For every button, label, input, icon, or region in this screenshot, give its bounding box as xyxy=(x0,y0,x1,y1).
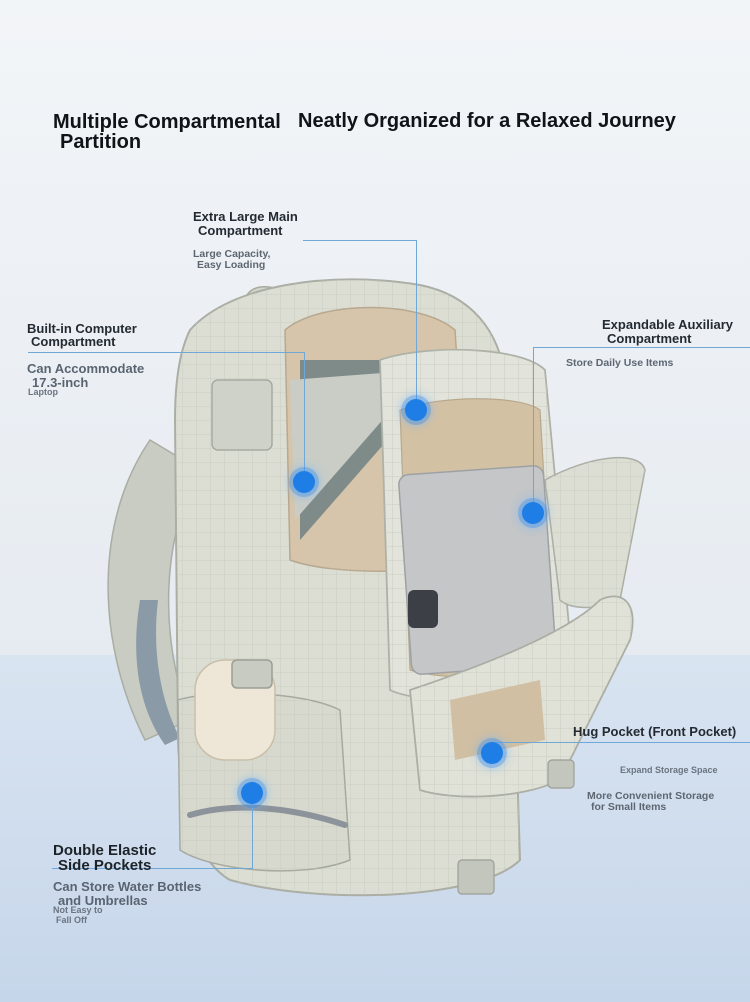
leader-line-hug xyxy=(493,742,750,743)
side-pocket-title-line1: Double Elastic xyxy=(53,842,157,859)
auxiliary-compartment-title-line2: Compartment xyxy=(607,331,692,346)
leader-line-computer-vertical xyxy=(304,352,305,482)
leader-line-main xyxy=(303,240,417,241)
side-pocket-title-line2: Side Pockets xyxy=(58,857,152,874)
side-pocket-desc-line2: and Umbrellas xyxy=(58,893,148,908)
main-compartment-title-line2: Compartment xyxy=(198,223,283,238)
side-pocket-desc2-line1: Not Easy to xyxy=(53,905,103,915)
hotspot-computer-compartment[interactable] xyxy=(293,471,315,493)
computer-compartment-desc-line1: Can Accommodate xyxy=(27,361,145,376)
leader-line-auxiliary-vertical xyxy=(533,347,534,513)
leader-line-side xyxy=(52,868,253,869)
hug-pocket-desc2-line1: More Convenient Storage xyxy=(587,790,715,802)
leader-line-side-vertical xyxy=(252,793,253,868)
computer-compartment-desc-line3: Laptop xyxy=(28,387,58,397)
computer-compartment-desc-line2: 17.3-inch xyxy=(32,375,89,390)
hotspot-hug-pocket[interactable] xyxy=(481,742,503,764)
headline-right: Neatly Organized for a Relaxed Journey xyxy=(298,110,676,132)
leader-line-computer xyxy=(28,352,305,353)
hotspot-side-pocket[interactable] xyxy=(241,782,263,804)
hotspot-main-compartment[interactable] xyxy=(405,399,427,421)
headline-left-line2: Partition xyxy=(60,131,142,153)
computer-compartment-title-line2: Compartment xyxy=(31,334,116,349)
side-pocket-desc2-line2: Fall Off xyxy=(56,915,87,925)
side-pocket-desc-line1: Can Store Water Bottles xyxy=(53,879,202,894)
leader-line-auxiliary xyxy=(533,347,750,348)
main-compartment-desc-line2: Easy Loading xyxy=(197,259,266,271)
computer-compartment-title-line1: Built-in Computer xyxy=(27,321,137,336)
auxiliary-compartment-desc: Store Daily Use Items xyxy=(566,357,674,369)
hug-pocket-desc1: Expand Storage Space xyxy=(620,765,718,775)
leader-line-main-vertical xyxy=(416,240,417,410)
main-compartment-title-line1: Extra Large Main xyxy=(193,209,298,224)
headline-left-line1: Multiple Compartmental xyxy=(53,111,281,133)
auxiliary-compartment-title-line1: Expandable Auxiliary xyxy=(602,317,734,332)
hug-pocket-desc2-line2: for Small Items xyxy=(591,801,667,813)
hotspot-auxiliary-compartment[interactable] xyxy=(522,502,544,524)
main-compartment-desc-line1: Large Capacity, xyxy=(193,248,271,260)
hug-pocket-title: Hug Pocket (Front Pocket) xyxy=(573,724,737,739)
